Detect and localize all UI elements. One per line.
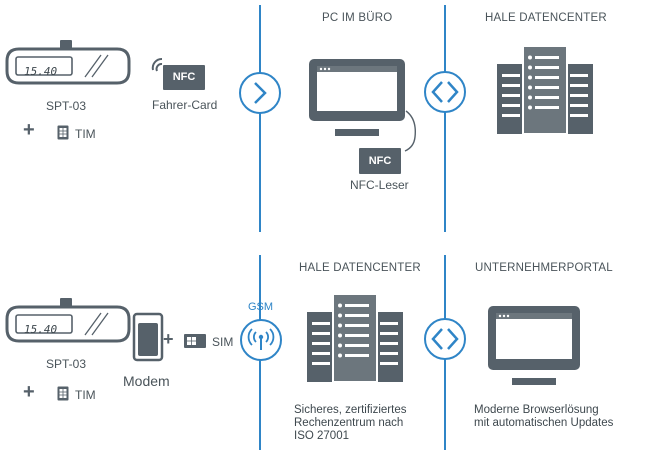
sim-card-icon (57, 125, 69, 140)
plus-sign-modem: + (163, 329, 174, 349)
modem-label: Modem (123, 373, 170, 389)
dc-title-top: HALE DATENCENTER (485, 12, 607, 24)
plus-sign: + (23, 119, 35, 141)
tachograph-device-icon (5, 298, 131, 343)
server-rack-icon (307, 293, 403, 383)
divider-line-1-top (259, 5, 261, 232)
device-label: SPT-03 (46, 99, 87, 113)
dc-description: Sicheres, zertifiziertes Rechenzentrum n… (294, 404, 407, 442)
nfc-reader-icon (359, 148, 401, 174)
gsm-label: GSM (248, 301, 274, 313)
device-display-text-bottom: 15.40 (24, 323, 58, 336)
sim-label: SIM (212, 335, 234, 349)
divider-line-2-top (444, 5, 446, 232)
nfc-reader-badge: NFC (368, 155, 392, 167)
arrow-right-icon[interactable] (238, 71, 282, 115)
bidirectional-arrows-icon[interactable] (423, 70, 467, 114)
dc-title-bottom: HALE DATENCENTER (299, 262, 421, 274)
nfc-card-icon (163, 65, 205, 90)
card-label: Fahrer-Card (152, 98, 218, 112)
sim-card-icon (184, 334, 206, 348)
portal-description: Moderne Browserlösung mit automatischen … (474, 404, 614, 429)
tim-label-bottom: TIM (75, 388, 96, 402)
pc-title: PC IM BÜRO (322, 12, 393, 24)
modem-icon (132, 312, 164, 362)
gsm-antenna-icon[interactable] (239, 318, 283, 362)
wireless-signal-icon (151, 57, 163, 72)
reader-label: NFC-Leser (350, 178, 409, 192)
portal-title: UNTERNEHMERPORTAL (475, 262, 613, 274)
nfc-card-badge: NFC (172, 71, 196, 83)
tachograph-device-icon (5, 40, 131, 85)
monitor-icon (488, 306, 580, 385)
bidirectional-arrows-icon[interactable] (423, 317, 467, 361)
tim-label: TIM (75, 127, 96, 141)
sim-card-icon (57, 386, 69, 401)
plus-sign-bottom: + (23, 381, 35, 403)
device-display-text: 15.40 (24, 65, 58, 78)
server-rack-icon (497, 45, 593, 135)
device-label-bottom: SPT-03 (46, 357, 87, 371)
monitor-icon (309, 59, 416, 152)
